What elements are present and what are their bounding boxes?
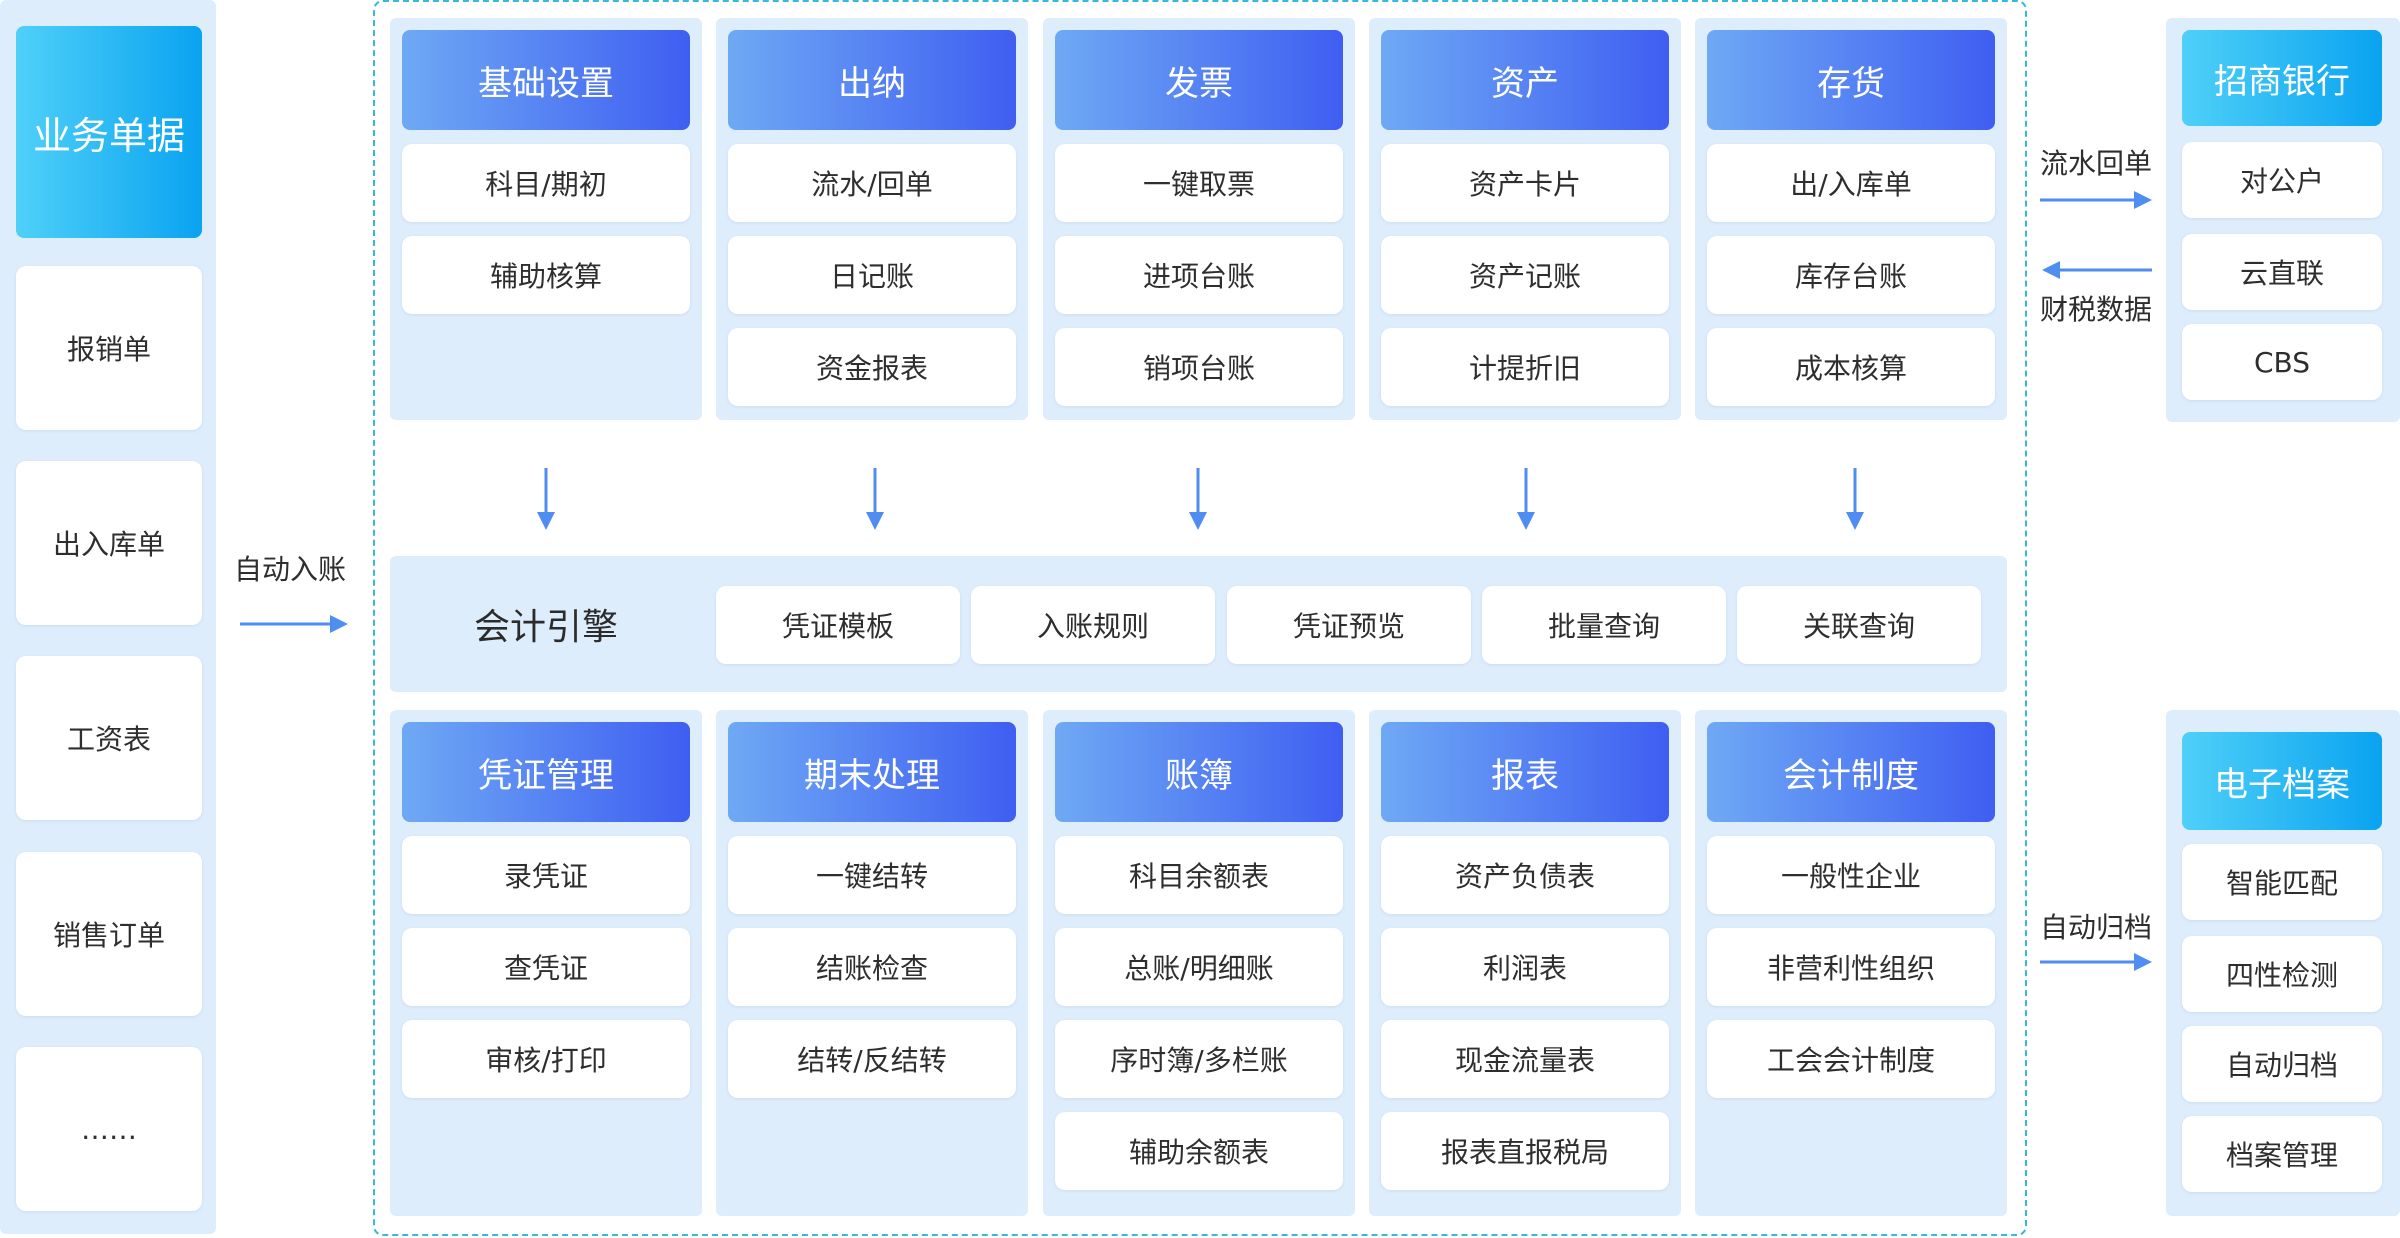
archive-item: 档案管理 [2182, 1116, 2382, 1192]
bank-out-arrow [2040, 191, 2152, 209]
module-item: 录凭证 [402, 836, 690, 914]
module-item: 流水/回单 [728, 144, 1016, 222]
module-item: 查凭证 [402, 928, 690, 1006]
left-item-expense-report: 报销单 [16, 266, 202, 430]
archive-item: 自动归档 [2182, 1026, 2382, 1102]
module-item: 现金流量表 [1381, 1020, 1669, 1098]
auto-posting-label: 自动入账 [234, 553, 347, 586]
module-item: 资产记账 [1381, 236, 1669, 314]
module-header: 出纳 [728, 30, 1016, 130]
module-item: 报表直报税局 [1381, 1112, 1669, 1190]
left-item-inventory-slip: 出入库单 [16, 461, 202, 625]
module-header: 凭证管理 [402, 722, 690, 822]
engine-item: 关联查询 [1737, 586, 1981, 664]
archive-arrow [2040, 953, 2152, 971]
module-item: 科目余额表 [1055, 836, 1343, 914]
module-item: 资产负债表 [1381, 836, 1669, 914]
bank-item: CBS [2182, 324, 2382, 400]
module-item: 工会会计制度 [1707, 1020, 1995, 1098]
bank-out-label: 流水回单 [2040, 147, 2153, 180]
module-item: 结账检查 [728, 928, 1016, 1006]
module-item: 审核/打印 [402, 1020, 690, 1098]
bank-item: 云直联 [2182, 234, 2382, 310]
engine-item: 入账规则 [971, 586, 1215, 664]
archive-item: 智能匹配 [2182, 844, 2382, 920]
module-header: 账簿 [1055, 722, 1343, 822]
module-header: 基础设置 [402, 30, 690, 130]
module-item: 总账/明细账 [1055, 928, 1343, 1006]
module-item: 辅助核算 [402, 236, 690, 314]
bank-header: 招商银行 [2182, 30, 2382, 126]
module-item: 一键结转 [728, 836, 1016, 914]
module-item: 序时簿/多栏账 [1055, 1020, 1343, 1098]
module-item: 库存台账 [1707, 236, 1995, 314]
module-item: 销项台账 [1055, 328, 1343, 406]
bank-item: 对公户 [2182, 142, 2382, 218]
archive-header: 电子档案 [2182, 732, 2382, 830]
archive-item: 四性检测 [2182, 936, 2382, 1012]
module-item: 利润表 [1381, 928, 1669, 1006]
down-arrow-invoice [1189, 468, 1207, 530]
down-arrow-inventory [1846, 468, 1864, 530]
module-header: 期末处理 [728, 722, 1016, 822]
module-item: 非营利性组织 [1707, 928, 1995, 1006]
platform-frame [373, 0, 2027, 1236]
auto-posting-arrow [240, 615, 348, 633]
down-arrow-basic-settings [537, 468, 555, 530]
bank-in-label: 财税数据 [2040, 293, 2153, 326]
business-documents-header: 业务单据 [16, 26, 202, 238]
module-item: 资产卡片 [1381, 144, 1669, 222]
left-item-sales-order: 销售订单 [16, 852, 202, 1016]
left-item-payroll: 工资表 [16, 656, 202, 820]
bank-in-arrow [2042, 261, 2152, 279]
module-item: 一键取票 [1055, 144, 1343, 222]
module-item: 结转/反结转 [728, 1020, 1016, 1098]
module-header: 报表 [1381, 722, 1669, 822]
module-item: 辅助余额表 [1055, 1112, 1343, 1190]
module-item: 出/入库单 [1707, 144, 1995, 222]
engine-item: 凭证模板 [716, 586, 960, 664]
engine-title: 会计引擎 [473, 607, 618, 648]
module-item: 进项台账 [1055, 236, 1343, 314]
left-item-more: …… [16, 1047, 202, 1211]
engine-item: 批量查询 [1482, 586, 1726, 664]
module-header: 资产 [1381, 30, 1669, 130]
module-header: 存货 [1707, 30, 1995, 130]
module-item: 日记账 [728, 236, 1016, 314]
module-item: 资金报表 [728, 328, 1016, 406]
engine-item: 凭证预览 [1227, 586, 1471, 664]
down-arrow-cashier [866, 468, 884, 530]
archive-label: 自动归档 [2040, 911, 2153, 944]
module-item: 计提折旧 [1381, 328, 1669, 406]
module-item: 科目/期初 [402, 144, 690, 222]
module-item: 成本核算 [1707, 328, 1995, 406]
down-arrow-assets [1517, 468, 1535, 530]
module-item: 一般性企业 [1707, 836, 1995, 914]
module-header: 发票 [1055, 30, 1343, 130]
module-header: 会计制度 [1707, 722, 1995, 822]
